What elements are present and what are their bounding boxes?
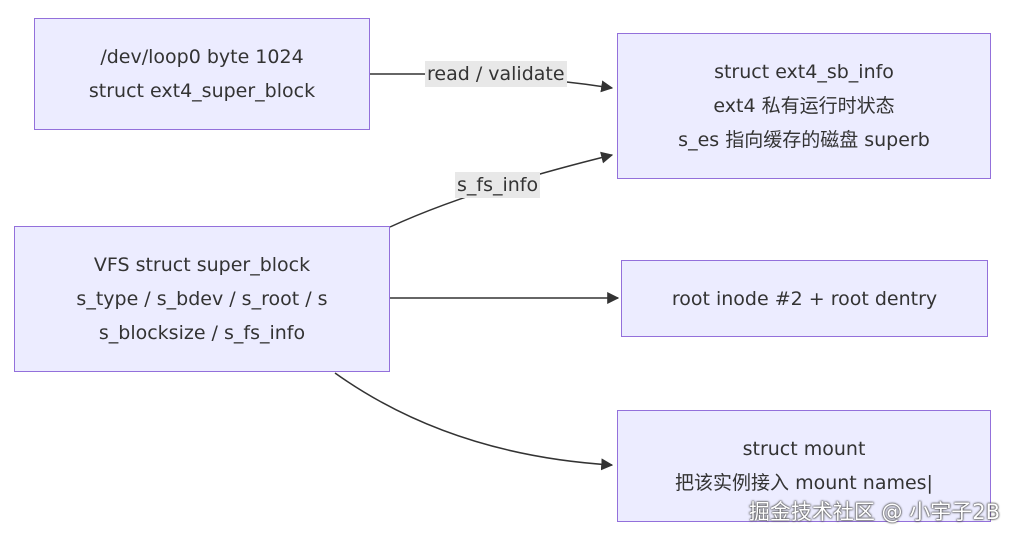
- node-vfs-super-block: VFS struct super_block s_type / s_bdev /…: [14, 226, 390, 372]
- node-struct-mount: struct mount 把该实例接入 mount names|: [617, 410, 991, 522]
- node-ext4-sb-info: struct ext4_sb_info ext4 私有运行时状态 s_es 指向…: [617, 33, 991, 179]
- node-line: s_type / s_bdev / s_root / s: [76, 288, 328, 310]
- node-line: struct mount: [742, 438, 866, 460]
- node-loop-device-superblock: /dev/loop0 byte 1024 struct ext4_super_b…: [34, 18, 370, 130]
- edge-label-read-validate: read / validate: [425, 61, 567, 87]
- node-line: s_es 指向缓存的磁盘 superb: [678, 129, 930, 151]
- node-line: struct ext4_sb_info: [714, 61, 894, 83]
- node-line: 把该实例接入 mount names|: [675, 472, 933, 494]
- node-line: /dev/loop0 byte 1024: [100, 46, 304, 68]
- node-line: root inode #2 + root dentry: [671, 287, 938, 310]
- node-line: VFS struct super_block: [93, 254, 311, 276]
- edge-vfs-to-mount: [334, 372, 614, 471]
- watermark: 掘金技术社区 @ 小宇子2B: [748, 500, 1000, 524]
- node-line: s_blocksize / s_fs_info: [98, 322, 306, 344]
- node-line: ext4 私有运行时状态: [713, 95, 895, 117]
- edge-label-s-fs-info: s_fs_info: [455, 172, 541, 198]
- node-line: struct ext4_super_block: [88, 80, 316, 102]
- node-root-inode-dentry: root inode #2 + root dentry: [621, 260, 988, 337]
